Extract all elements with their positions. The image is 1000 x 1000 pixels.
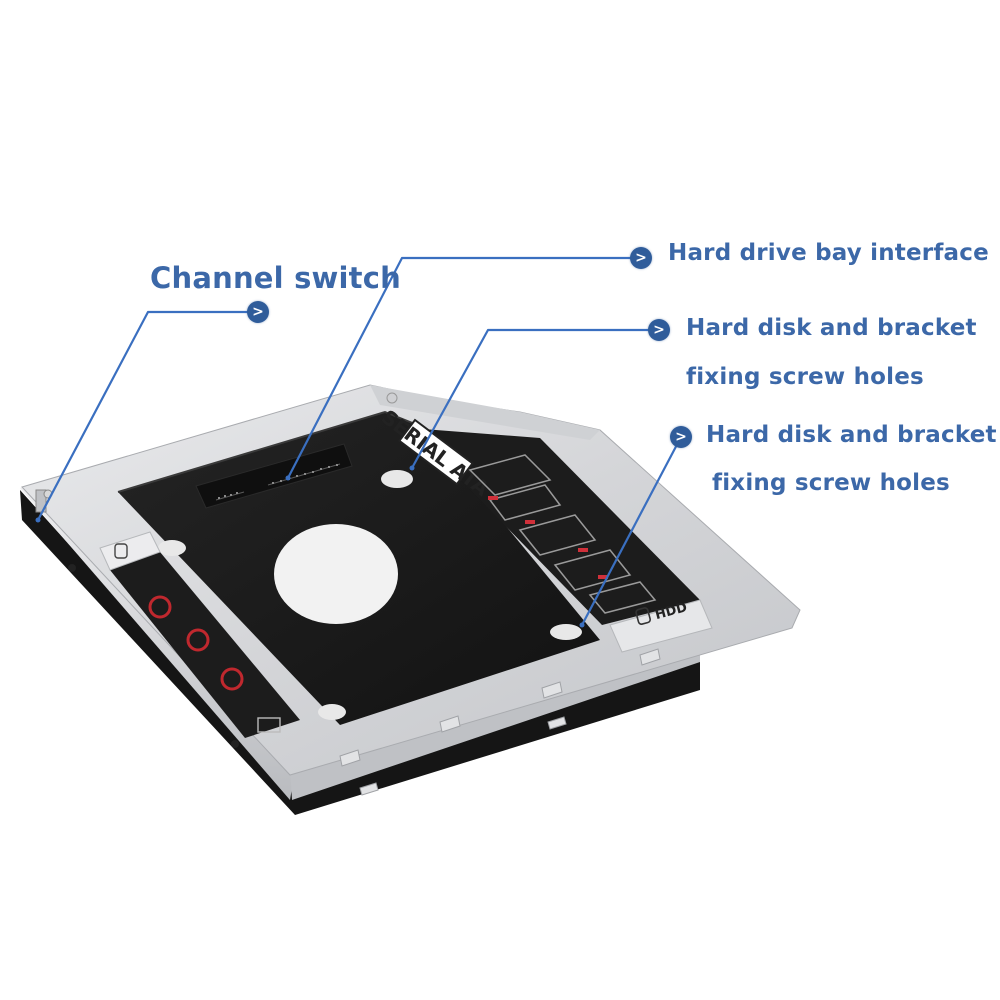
chevron-right-icon: >: [247, 301, 269, 323]
callout-line-screw-holes-1: [411, 328, 659, 469]
callout-label-screw-holes-1-line2: fixing screw holes: [686, 364, 924, 390]
callout-label-bay-interface: Hard drive bay interface: [668, 240, 989, 266]
tray-clips: [339, 648, 661, 796]
callout-line-channel-switch: [37, 310, 258, 521]
center-cutout: [274, 524, 398, 624]
chevron-right-icon: >: [670, 426, 692, 448]
callout-line-screw-holes-2: [581, 436, 682, 626]
callout-lines: [37, 256, 682, 626]
callout-label-channel-switch: Channel switch: [150, 261, 401, 295]
chevron-right-icon: >: [630, 247, 652, 269]
callout-label-screw-holes-1-line1: Hard disk and bracket: [686, 315, 977, 341]
chevron-right-icon: >: [648, 319, 670, 341]
channel-switch-area: [35, 392, 398, 748]
warning-sticker: [99, 531, 300, 738]
callout-endpoints: [35, 465, 585, 628]
sata-connector: [195, 443, 353, 509]
callout-label-screw-holes-2-line1: Hard disk and bracket: [706, 422, 997, 448]
callout-line-bay-interface: [287, 256, 641, 479]
callout-label-screw-holes-2-line2: fixing screw holes: [712, 470, 950, 496]
